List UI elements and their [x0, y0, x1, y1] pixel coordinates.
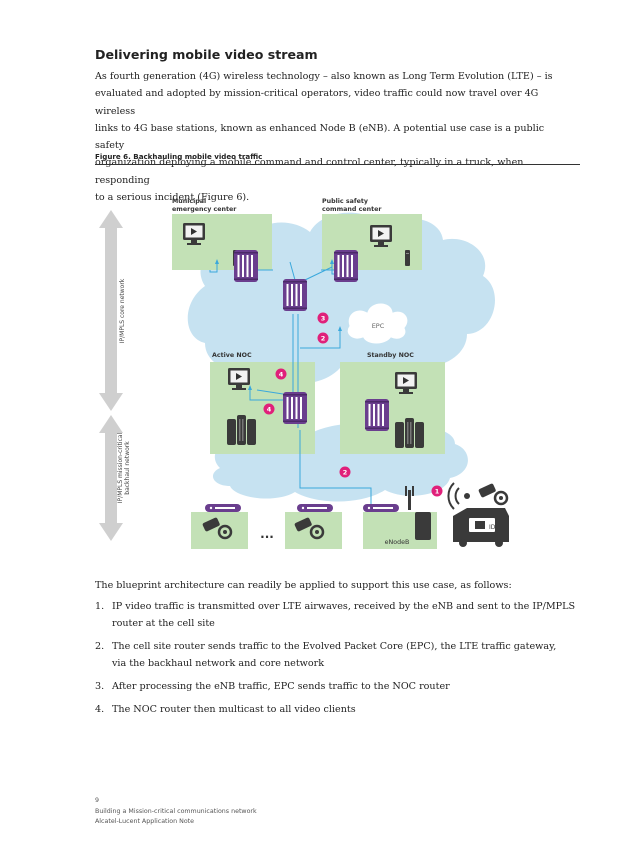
mobile-command-truck-icon: ID [453, 508, 509, 547]
step-number: 3. [95, 681, 105, 692]
intro-line: links to 4G base stations, known as enha… [95, 122, 545, 152]
server-icon [227, 415, 256, 445]
step-text: After processing the eNB traffic, EPC se… [112, 678, 580, 695]
core-network-arrow [99, 210, 123, 411]
backhaul-network-arrow [99, 415, 123, 541]
step-number: 4. [95, 704, 105, 715]
list-item: 4. The NOC router then multicast to all … [95, 701, 580, 718]
footer-doc-type: Alcatel-Lucent Application Note [95, 818, 195, 825]
wireless-signal-icon [447, 482, 470, 510]
network-diagram: IP/MPLS core network IP/MPLS mission-cri… [99, 198, 509, 549]
step-line: IP video traffic is transmitted over LTE… [112, 601, 576, 612]
core-network-label: IP/MPLS core network [119, 278, 126, 343]
more-sites-ellipsis: ... [260, 527, 274, 541]
server-icon [395, 418, 424, 448]
intro-line: organization deploying a mobile command … [95, 157, 524, 186]
standby-noc [340, 362, 445, 454]
backhaul-label-line1: IP/MPLS mission-critical [117, 432, 124, 503]
epc-cloud [346, 302, 409, 345]
step-badge-3-label: 3 [321, 315, 326, 323]
list-item: 1. IP video traffic is transmitted over … [95, 598, 580, 632]
step-badge-2-label: 2 [321, 335, 326, 343]
municipal-label-line2: emergency center [172, 206, 237, 213]
step-line: via the backhaul network and core networ… [112, 658, 325, 669]
video-camera-icon [476, 481, 509, 506]
public-safety-router-icon [334, 250, 358, 282]
intro-line: As fourth generation (4G) wireless techn… [95, 71, 553, 82]
step-badge-4-label: 4 [267, 406, 272, 414]
intro-line: to a serious incident (Figure 6). [95, 192, 250, 204]
step-badge-1 [431, 485, 443, 497]
core-router-icon [283, 279, 307, 311]
step-line: After processing the eNB traffic, EPC se… [112, 681, 450, 692]
step-badge-2 [317, 332, 329, 344]
section-title: Delivering mobile video stream [95, 47, 318, 62]
enodeb-cabinet-icon [415, 512, 431, 540]
list-item: 2. The cell site router sends traffic to… [95, 638, 580, 672]
standby-router-icon [365, 399, 389, 431]
step-text: The NOC router then multicast to all vid… [112, 701, 580, 718]
step-badge-4 [263, 403, 275, 415]
figure-caption: Figure 6. Backhauling mobile video traff… [95, 152, 263, 161]
page-footer: 9 Building a Mission-critical communicat… [95, 796, 257, 828]
footer-doc-title: Building a Mission-critical communicatio… [95, 807, 257, 815]
cell-site-router-icon [297, 504, 333, 512]
link-arrowheads [215, 259, 342, 390]
public-safety-label-line2: command center [322, 206, 382, 213]
list-item: 3. After processing the eNB traffic, EPC… [95, 678, 580, 695]
step-line: router at the cell site [112, 618, 215, 629]
figure-rule [95, 164, 580, 165]
active-noc-label: Active NOC [212, 352, 252, 359]
page-number: 9 [95, 797, 100, 804]
step-line: The cell site router sends traffic to th… [112, 641, 557, 652]
step-badge-4 [275, 368, 287, 380]
step-badge-3 [317, 312, 329, 324]
steps-lead: The blueprint architecture can readily b… [95, 580, 512, 591]
intro-line: evaluated and adopted by mission-critica… [95, 88, 539, 117]
backhaul-label-line2: backhaul network [124, 441, 131, 495]
step-badge-2 [339, 466, 351, 478]
enodeb-router-icon [363, 504, 399, 512]
intro-paragraph: As fourth generation (4G) wireless techn… [95, 68, 565, 206]
pc-tower-icon [405, 250, 410, 266]
step-number: 2. [95, 641, 105, 652]
municipal-label-line1: Municipal [172, 198, 206, 205]
step-number: 1. [95, 601, 105, 612]
svg-text:ID: ID [489, 524, 496, 531]
step-badge-4-label: 4 [279, 371, 284, 379]
standby-noc-label: Standby NOC [367, 352, 414, 359]
antenna-icon [405, 486, 414, 510]
step-text: The cell site router sends traffic to th… [112, 638, 580, 672]
municipal-router-icon [234, 250, 258, 282]
steps-list: 1. IP video traffic is transmitted over … [95, 598, 580, 724]
noc-router-icon [283, 392, 307, 424]
cell-site-router-icon [205, 504, 241, 512]
step-badge-1-label: 1 [435, 488, 440, 496]
cell-site-2 [285, 512, 342, 549]
enodeb-label: eNodeB [385, 539, 410, 546]
step-text: IP video traffic is transmitted over LTE… [112, 598, 580, 632]
step-badge-2-label: 2 [343, 469, 348, 477]
step-line: The NOC router then multicast to all vid… [112, 704, 356, 715]
public-safety-label-line1: Public safety [322, 198, 368, 205]
epc-label: EPC [372, 322, 385, 330]
